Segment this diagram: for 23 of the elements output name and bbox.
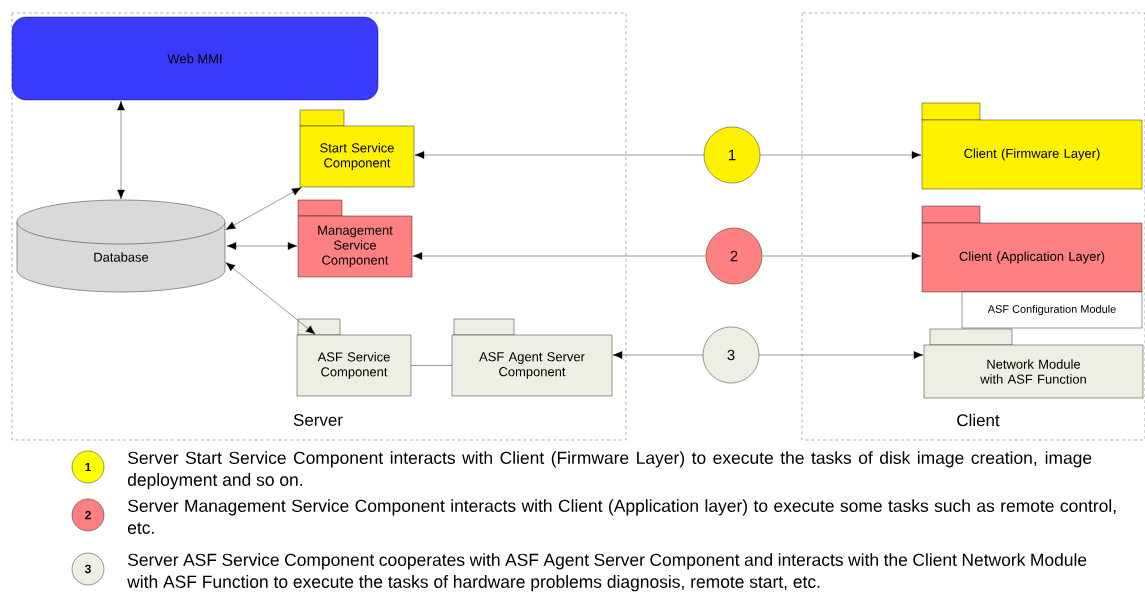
package-box: Management Service Component	[297, 199, 413, 278]
package-box: Client (Application Layer)	[921, 205, 1143, 293]
web-box: Web MMI	[11, 16, 379, 101]
arrow	[759, 351, 924, 359]
arrow	[225, 187, 302, 230]
arrow	[760, 151, 922, 159]
arrow	[762, 252, 922, 260]
arrow	[117, 100, 125, 200]
package-box: ASF Service Component	[296, 318, 412, 397]
legend-text: Server ASF Service Component cooperates with ASF Agent Server Component and interacts with the Client Network Module with ASF Function to execute the tasks of hardware problems diagnosis, remote start, etc.	[127, 553, 1087, 592]
arrow	[612, 351, 703, 359]
package-box: Client (Firmware Layer)	[921, 102, 1143, 190]
legend-text: Server Start Service Component interacts with Client (Firmware Layer) to execute the tasks of disk image creation, image deployment and so on.	[127, 451, 1092, 490]
package-box: Network Module with ASF Function	[923, 328, 1144, 399]
package-box: Start Service Component	[299, 109, 415, 188]
arrow	[414, 151, 704, 159]
arrow	[412, 252, 706, 260]
arrow	[225, 262, 316, 335]
database-cylinder: Database	[16, 199, 226, 293]
package-box: ASF Agent Server Component	[451, 318, 613, 397]
arrow	[226, 242, 298, 250]
module-box: ASF Configuration Module	[961, 291, 1143, 329]
legend-text: Server Management Service Component interacts with Client (Application layer) to execute some tasks such as remote control, etc.	[127, 499, 1116, 534]
